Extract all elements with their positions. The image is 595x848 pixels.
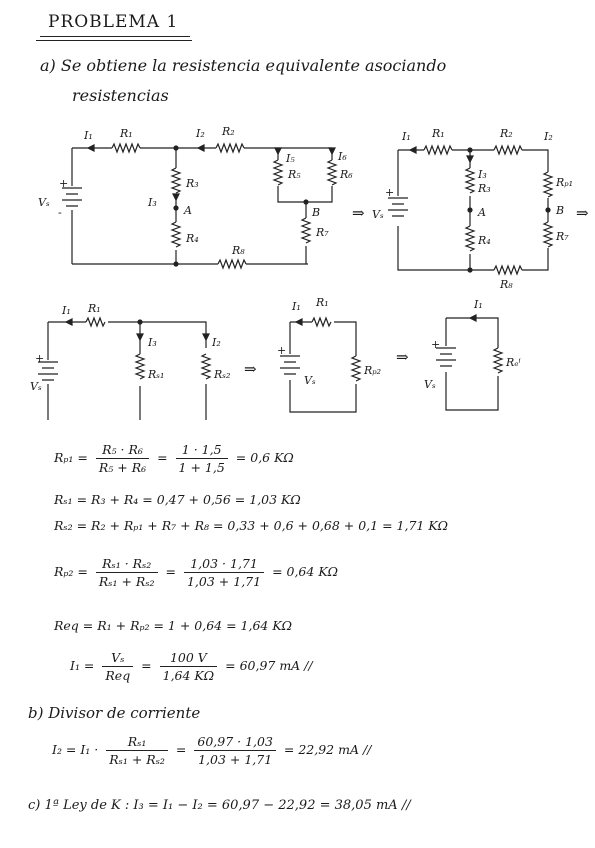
label-r7-c2: R₇: [555, 230, 569, 243]
label-rs1: Rₛ₁: [147, 368, 164, 381]
resistor-r7: [300, 217, 312, 244]
resistor-r1-c3: [85, 316, 106, 328]
resistor-r2-c2: [493, 144, 523, 156]
resistor-rp1-c2: [542, 171, 554, 198]
resistor-r7-c2: [542, 221, 554, 248]
circuit-diagrams: I₁ R₁ I₂ R₂ R₃ I₃ A R₄ R₈ I₅ R₅ I₆ R₆ B …: [30, 125, 589, 420]
eq-rs2: Rₛ₂ = R₂ + Rₚ₁ + R₇ + R₈ = 0,33 + 0,6 + …: [54, 518, 449, 533]
label-vs-4: Vₛ: [304, 374, 316, 387]
label-minus-1: -: [58, 206, 62, 219]
label-vs-1: Vₛ: [38, 196, 50, 209]
source-vs-1: [62, 187, 82, 207]
circuit-2: [388, 144, 554, 276]
label-plus-5: +: [431, 338, 440, 351]
resistor-r2: [215, 142, 245, 154]
label-plus-4: +: [277, 344, 286, 357]
label-r7: R₇: [315, 226, 329, 239]
source-vs-2: [388, 197, 408, 217]
part-b-heading: b) Divisor de corriente: [28, 704, 201, 722]
source-vs-5: [436, 347, 456, 367]
label-req: Rₑⁱ: [505, 356, 521, 369]
label-r2: R₂: [221, 125, 235, 138]
label-i2-c2: I₂: [543, 130, 553, 143]
resistor-rp2: [350, 355, 362, 382]
label-r3: R₃: [185, 177, 199, 190]
resistor-r8: [217, 258, 247, 270]
part-c-text: c) 1ª Ley de K : I₃ = I₁ − I₂ = 60,97 − …: [28, 798, 411, 813]
resistor-r1-c2: [423, 144, 453, 156]
label-plus-1: +: [59, 177, 68, 190]
label-r3-c2: R₃: [477, 182, 491, 195]
label-i5: I₅: [285, 152, 295, 165]
circuit-1: [62, 142, 338, 270]
label-plus-3: +: [35, 352, 44, 365]
label-r1: R₁: [119, 127, 133, 140]
resistor-r4-c2: [464, 225, 476, 252]
resistor-r4: [170, 221, 182, 248]
resistor-r5: [272, 159, 284, 186]
arrow-2: ⇒: [576, 204, 589, 222]
label-rp1-c2: Rₚ₁: [555, 176, 573, 189]
label-r4-c2: R₄: [477, 234, 491, 247]
arrow-3: ⇒: [244, 360, 257, 378]
label-r6: R₆: [339, 168, 353, 181]
label-i2: I₂: [195, 127, 205, 140]
label-i1-c5: I₁: [473, 298, 483, 311]
resistor-rs2: [200, 353, 212, 380]
label-i3-c3: I₃: [147, 336, 157, 349]
label-i6: I₆: [337, 150, 347, 163]
label-r5: R₅: [287, 168, 301, 181]
label-r4: R₄: [185, 232, 199, 245]
label-i1-c4: I₁: [291, 300, 301, 313]
label-i1-c3: I₁: [61, 304, 71, 317]
part-a-line2: resistencias: [72, 86, 169, 105]
title-underline-2: [36, 40, 192, 41]
label-i3: I₃: [147, 196, 157, 209]
label-i2-c3: I₂: [211, 336, 221, 349]
label-vs-3: Vₛ: [30, 380, 42, 393]
eq-req: Req = R₁ + Rₚ₂ = 1 + 0,64 = 1,64 KΩ: [54, 618, 293, 633]
label-i1: I₁: [83, 129, 93, 142]
resistor-r1-c4: [311, 316, 332, 328]
circuit-5: [436, 314, 504, 411]
label-node-b-c2: B: [555, 204, 564, 217]
eq-rs1: Rₛ₁ = R₃ + R₄ = 0,47 + 0,56 = 1,03 KΩ: [54, 492, 301, 507]
label-r8-c2: R₈: [499, 278, 513, 291]
resistor-r3: [170, 167, 182, 194]
label-node-b: B: [311, 206, 320, 219]
label-i3-c2: I₃: [477, 168, 487, 181]
label-node-a-c2: A: [477, 206, 486, 219]
label-r1-c4: R₁: [315, 296, 329, 309]
resistor-req: [492, 347, 504, 374]
resistor-rs1: [134, 353, 146, 380]
resistor-r8-c2: [493, 264, 523, 276]
label-r1-c3: R₁: [87, 302, 101, 315]
label-vs-2: Vₛ: [372, 208, 384, 221]
label-plus-2: +: [385, 186, 394, 199]
label-rp2: Rₚ₂: [363, 364, 381, 377]
label-rs2: Rₛ₂: [213, 368, 230, 381]
title-underline: [40, 36, 190, 37]
resistor-r3-c2: [464, 167, 476, 194]
label-r2-c2: R₂: [499, 127, 513, 140]
label-r1-c2: R₁: [431, 127, 445, 140]
source-vs-4: [280, 355, 300, 375]
resistor-r6: [326, 159, 338, 186]
label-i1-c2: I₁: [401, 130, 411, 143]
circuit-3: [38, 316, 212, 420]
part-a-line1: a) Se obtiene la resistencia equivalente…: [40, 56, 447, 75]
label-r8: R₈: [231, 244, 245, 257]
arrow-4: ⇒: [396, 348, 409, 366]
label-node-a: A: [183, 204, 192, 217]
page-title: PROBLEMA 1: [48, 12, 179, 32]
resistor-r1: [111, 142, 141, 154]
label-vs-5: Vₛ: [424, 378, 436, 391]
arrow-1: ⇒: [352, 204, 365, 222]
circuit-4: [280, 316, 362, 413]
source-vs-3: [38, 361, 58, 381]
